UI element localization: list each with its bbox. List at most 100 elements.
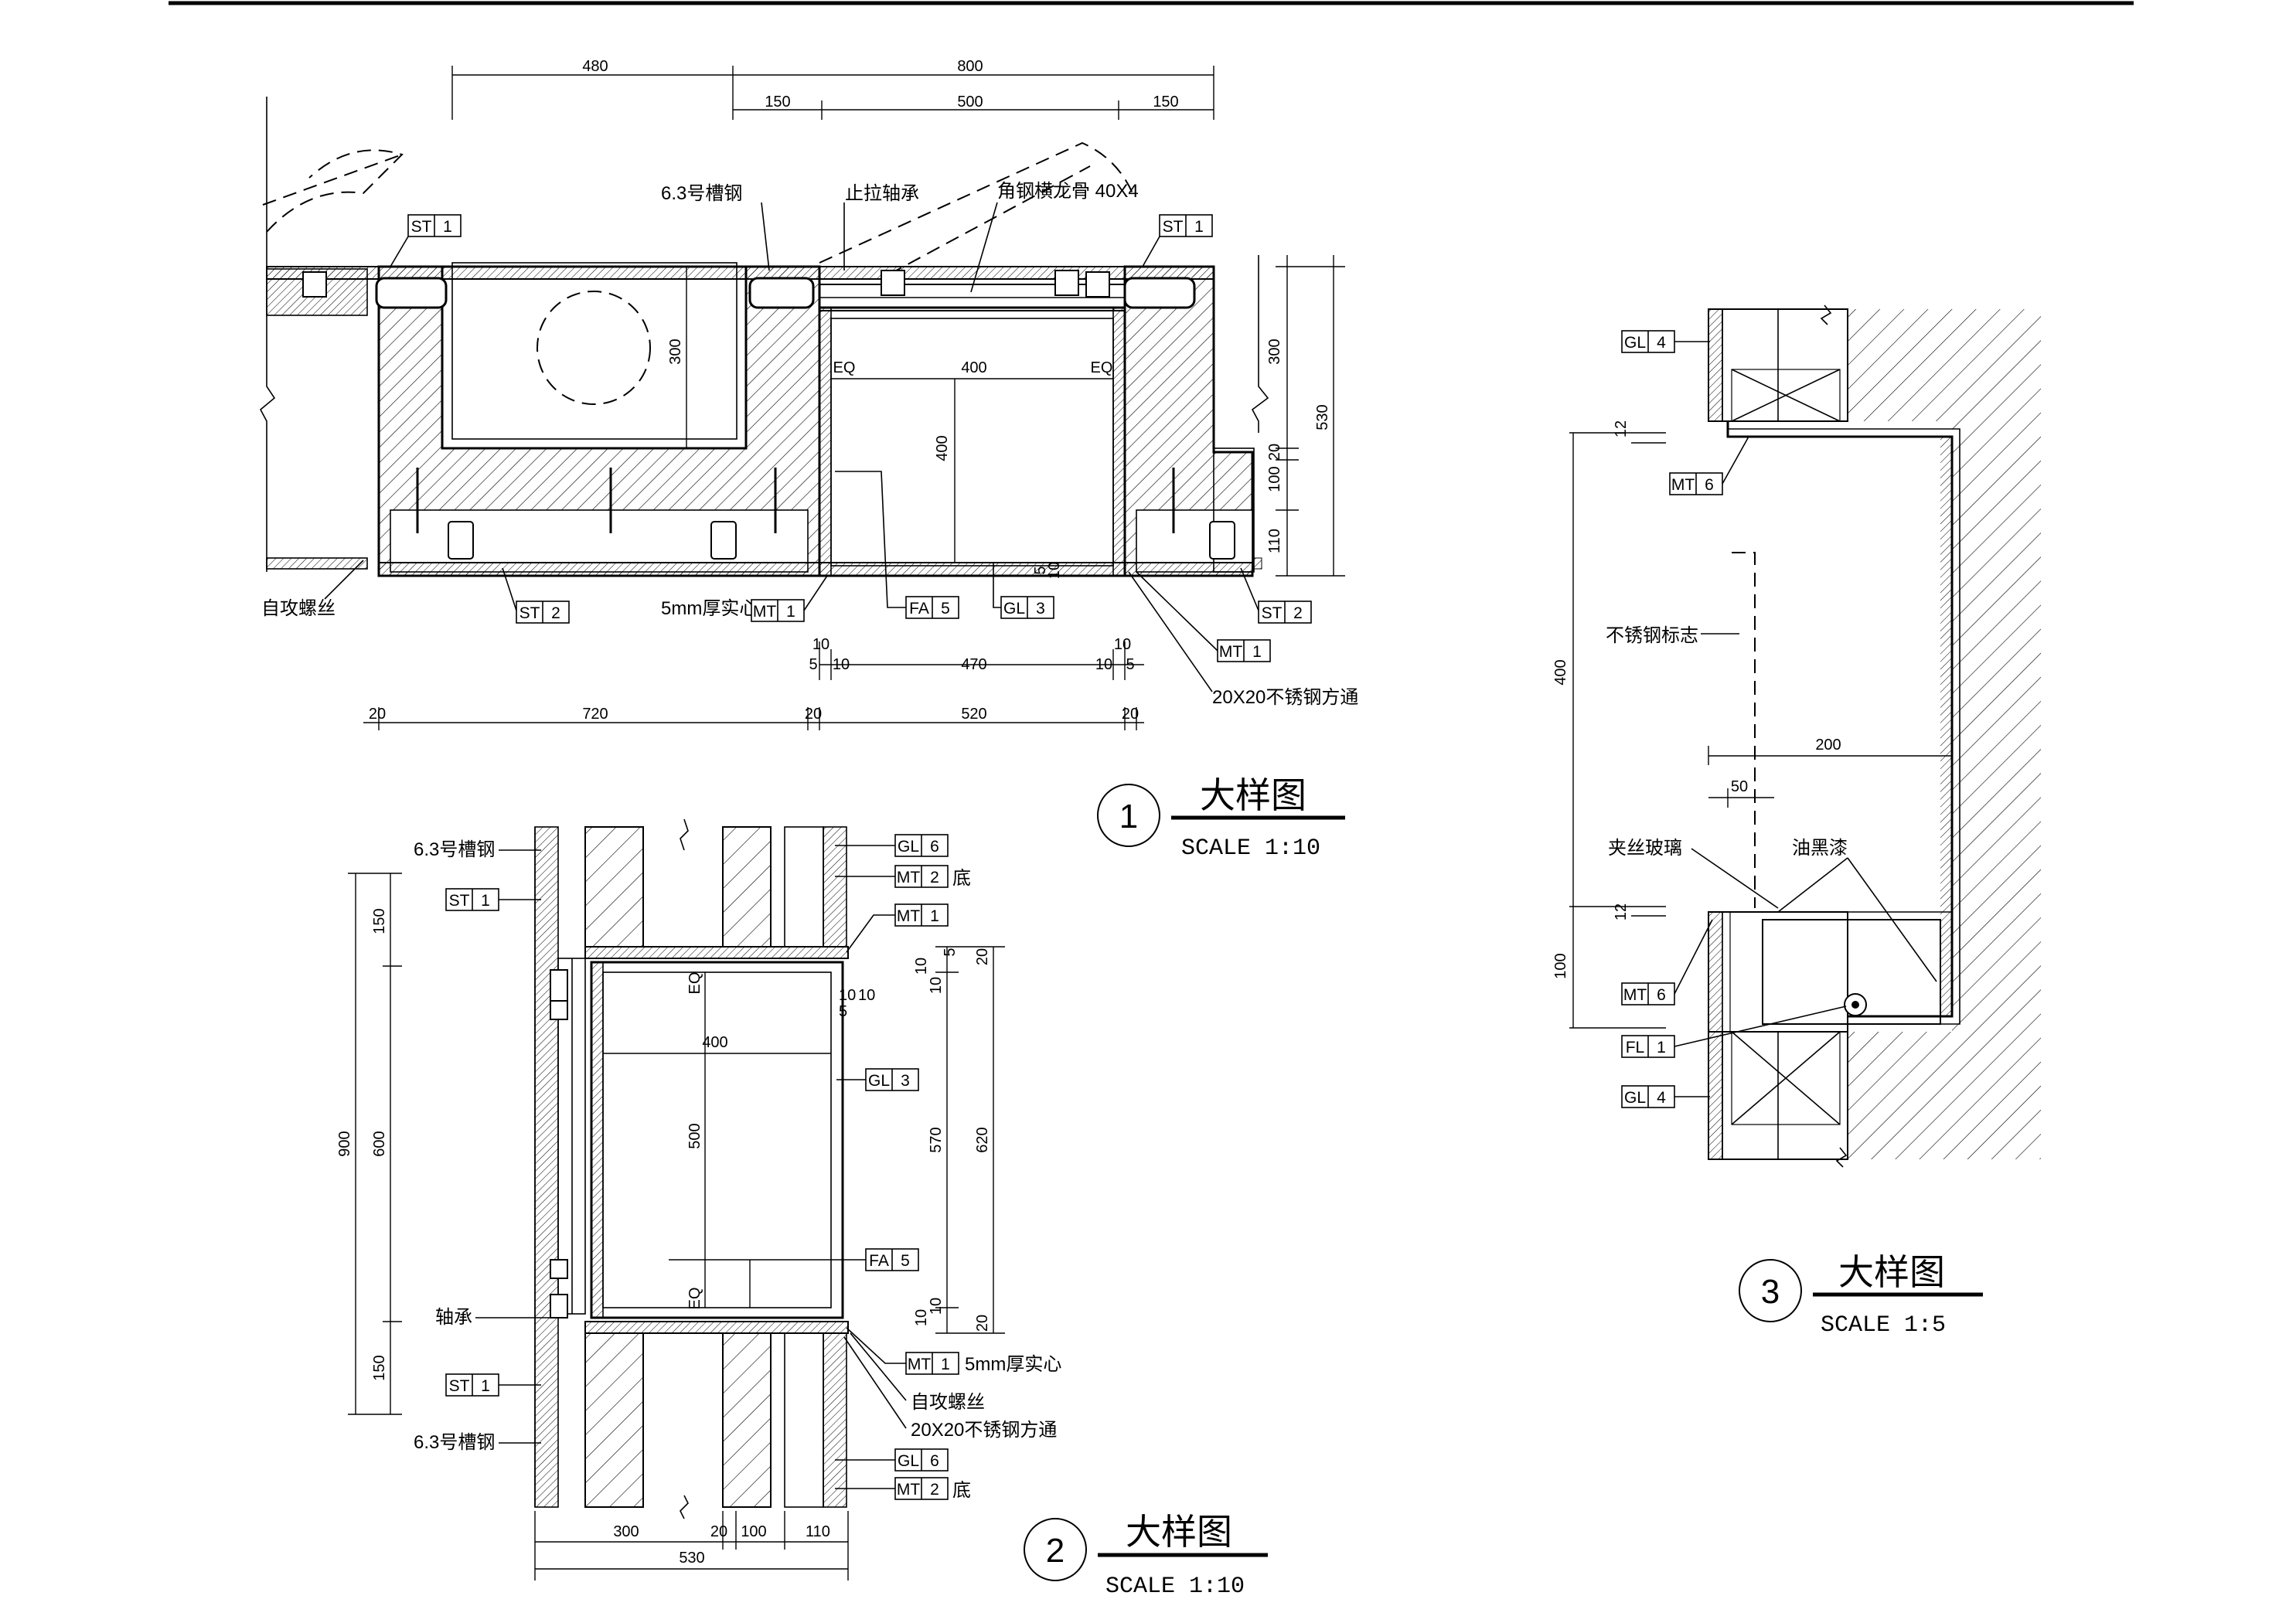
- d2-t-10a: 10: [913, 958, 930, 975]
- detail-2-annotations: 6.3号槽钢 ST 1 轴承 ST 1 6.3号槽钢: [414, 834, 1061, 1501]
- dim-150-left: 150: [765, 94, 790, 111]
- d2-l-600: 600: [371, 1131, 388, 1156]
- d2-label-solid: 5mm厚实心: [965, 1354, 1061, 1375]
- dim-inner-400-v: 400: [934, 435, 951, 461]
- d2-b-10b: 10: [928, 1298, 945, 1315]
- svg-text:FA: FA: [869, 1252, 889, 1270]
- svg-text:1: 1: [481, 1377, 490, 1395]
- svg-text:2: 2: [1293, 604, 1303, 622]
- detail-3: 12 400 12 100 200 50 GL 4 MT: [1552, 305, 2041, 1339]
- d3-200: 200: [1815, 737, 1841, 754]
- dim-r-20: 20: [1266, 444, 1283, 461]
- detail-2: 400 500 EQ EQ 150 600 150 900 570: [336, 818, 1268, 1600]
- d3-50: 50: [1731, 778, 1748, 795]
- dim-r-100: 100: [1266, 466, 1283, 492]
- d2-t-20: 20: [974, 948, 991, 965]
- d2-bot-110: 110: [806, 1523, 830, 1540]
- svg-text:ST: ST: [449, 1377, 470, 1395]
- dim-inner-400: 400: [961, 359, 986, 376]
- svg-text:6: 6: [1705, 476, 1714, 494]
- svg-text:6: 6: [930, 838, 939, 856]
- svg-text:2: 2: [930, 1481, 939, 1499]
- detail-3-annotations: GL 4 MT 6 不锈钢标志 夹丝玻璃 油黑漆 MT 6: [1606, 330, 1937, 1108]
- d2-bot-300: 300: [613, 1523, 639, 1540]
- svg-text:6: 6: [1657, 986, 1666, 1004]
- dim-r-110: 110: [1266, 529, 1283, 553]
- svg-text:5: 5: [901, 1252, 910, 1270]
- dim-r-530: 530: [1314, 404, 1331, 430]
- dim-b-10c: 10: [1095, 656, 1112, 673]
- d2-tag-st1-bottom: ST 1: [445, 1373, 541, 1397]
- d2-tag-mt1-bottom: MT 1 5mm厚实心: [846, 1327, 1061, 1375]
- detail-2-title-text: 大样图: [1126, 1512, 1232, 1552]
- svg-text:3: 3: [901, 1072, 910, 1090]
- svg-text:ST: ST: [519, 604, 540, 622]
- svg-text:1: 1: [941, 1356, 950, 1373]
- d2-r-570: 570: [928, 1127, 945, 1152]
- svg-text:3: 3: [1036, 600, 1045, 618]
- d3-400: 400: [1552, 659, 1569, 685]
- svg-text:MT: MT: [897, 1481, 920, 1499]
- tag-fa5: FA 5: [835, 471, 959, 619]
- d2-label-base-top: 底: [952, 868, 971, 889]
- dim-b2-720: 720: [582, 706, 608, 723]
- svg-text:1: 1: [786, 603, 795, 621]
- dim-480: 480: [582, 58, 608, 75]
- d2-bot-530: 530: [679, 1550, 704, 1567]
- d3-tag-mt6-bottom: MT 6: [1621, 919, 1713, 1005]
- d2-eq-top: EQ: [686, 972, 703, 995]
- svg-text:GL: GL: [1624, 334, 1646, 352]
- svg-text:MT: MT: [908, 1356, 931, 1373]
- detail-1-bottom-dimensions: 10 5 10 470 10 5 10 20 720 20 520 20: [363, 636, 1144, 730]
- tag-mt1-b: MT 1: [1136, 571, 1271, 662]
- svg-text:MT: MT: [1623, 986, 1647, 1004]
- d3-label-black-paint: 油黑漆: [1792, 838, 1848, 859]
- label-self-tapping-screw: 自攻螺丝: [261, 598, 336, 619]
- detail-1-annotations: 6.3号槽钢 止拉轴承 角钢横龙骨 40X4 ST 1 ST 1 自攻螺丝: [261, 181, 1358, 708]
- dim-b-5b: 5: [1126, 656, 1134, 673]
- d2-inner-400: 400: [702, 1034, 727, 1051]
- d3-label-steel-sign: 不锈钢标志: [1606, 625, 1698, 646]
- d2-tag-gl6-top: GL 6: [835, 834, 949, 857]
- svg-text:4: 4: [1657, 334, 1666, 352]
- d2-label-channel-bottom: 6.3号槽钢: [414, 1432, 495, 1453]
- svg-text:GL: GL: [1624, 1089, 1646, 1107]
- d2-tag-fa5: FA 5: [804, 1248, 919, 1271]
- d2-label-square-tube: 20X20不锈钢方通: [911, 1420, 1057, 1441]
- detail-2-title: 2 大样图 SCALE 1:10: [1024, 1512, 1268, 1600]
- svg-text:GL: GL: [898, 838, 919, 856]
- detail-2-body: 400 500 EQ EQ: [534, 818, 849, 1519]
- dim-small-5: 5: [1032, 566, 1049, 574]
- d2-tag-mt1-top: MT 1: [846, 903, 949, 953]
- svg-text:1: 1: [930, 907, 939, 925]
- svg-text:ST: ST: [411, 218, 432, 236]
- detail-3-scale: SCALE 1:5: [1821, 1312, 1946, 1339]
- d2-tag-mt2-top: MT 2 底: [835, 865, 971, 889]
- svg-text:FA: FA: [909, 600, 929, 618]
- svg-text:GL: GL: [898, 1452, 919, 1470]
- d3-100: 100: [1552, 953, 1569, 978]
- tag-mt1-a: MT 1: [751, 575, 828, 622]
- dim-b-10a: 10: [812, 636, 829, 653]
- d2-t-5b: 5: [839, 1003, 847, 1020]
- d3-tag-gl4-top: GL 4: [1621, 330, 1710, 353]
- tag-gl3: GL 3: [993, 563, 1054, 619]
- svg-text:MT: MT: [897, 869, 920, 886]
- d2-t-10c: 10: [839, 987, 856, 1004]
- label-square-tube: 20X20不锈钢方通: [1212, 687, 1358, 708]
- detail-1-number: 1: [1119, 798, 1138, 835]
- svg-text:2: 2: [551, 604, 560, 622]
- label-bearing: 止拉轴承: [845, 183, 919, 204]
- d2-l-150b: 150: [371, 1355, 388, 1380]
- detail-1: 480 800 150 500 150: [259, 58, 1358, 862]
- d2-r-620: 620: [974, 1127, 991, 1152]
- dim-b-470: 470: [961, 656, 986, 673]
- detail-3-number: 3: [1761, 1273, 1780, 1311]
- dim-b2-20b: 20: [805, 706, 822, 723]
- svg-text:ST: ST: [1262, 604, 1283, 622]
- tag-st2-left: ST 2: [502, 567, 570, 624]
- d2-b-10a: 10: [913, 1309, 930, 1326]
- d2-inner-500: 500: [686, 1123, 703, 1148]
- detail-1-title: 1 大样图 SCALE 1:10: [1097, 775, 1345, 862]
